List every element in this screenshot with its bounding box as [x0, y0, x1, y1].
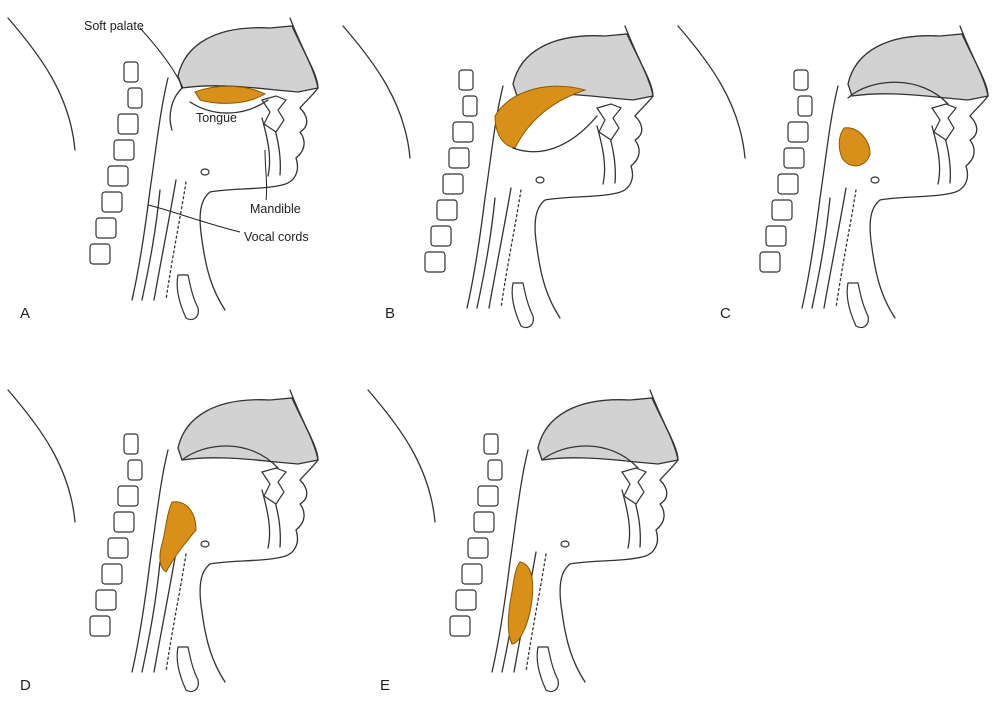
label-soft-palate: Soft palate: [84, 19, 144, 33]
bolus-a: [195, 86, 265, 103]
soft-palate: [170, 88, 182, 130]
label-mandible: Mandible: [250, 202, 301, 216]
panel-letter-e: E: [380, 677, 390, 694]
panel-e: E: [368, 390, 678, 694]
bolus-e: [508, 562, 533, 644]
bolus-d: [160, 502, 196, 572]
panel-letter-b: B: [385, 305, 395, 322]
panel-b: B: [343, 26, 653, 328]
panel-d: D: [8, 390, 318, 694]
panel-a: Soft palate Tongue Mandible Vocal cords …: [8, 18, 318, 322]
label-vocal-cords: Vocal cords: [244, 230, 309, 244]
panel-letter-d: D: [20, 677, 31, 694]
bolus-c: [839, 128, 870, 166]
panel-letter-c: C: [720, 305, 731, 322]
panel-letter-a: A: [20, 305, 30, 322]
label-tongue: Tongue: [196, 111, 237, 125]
panel-c: C: [678, 26, 988, 328]
